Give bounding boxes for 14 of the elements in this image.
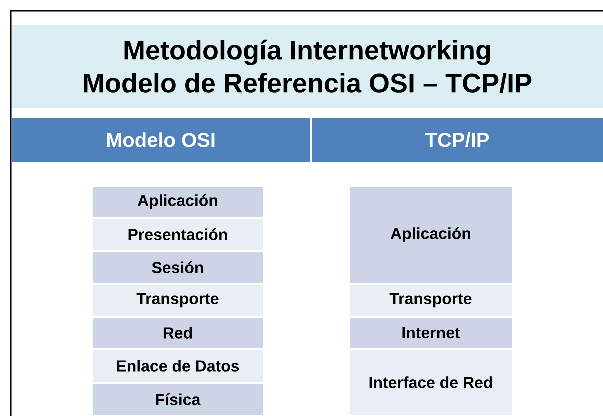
layer-box: Física [93,384,263,415]
layer-box: Red [93,318,263,348]
column-header: Modelo OSI [12,118,310,162]
layer-box: Aplicación [350,187,512,283]
layer-box: Sesión [93,252,263,283]
layer-box: Enlace de Datos [93,350,263,382]
title-band: Metodología Internetworking Modelo de Referencia OSI – TCP/IP [12,25,603,108]
layer-box: Interface de Red [350,350,512,415]
layer-box: Transporte [93,285,263,316]
layer-box: Presentación [93,219,263,250]
layer-box: Aplicación [93,187,263,217]
column-header: TCP/IP [312,118,603,162]
layer-box: Internet [350,318,512,348]
layer-box: Transporte [350,285,512,316]
